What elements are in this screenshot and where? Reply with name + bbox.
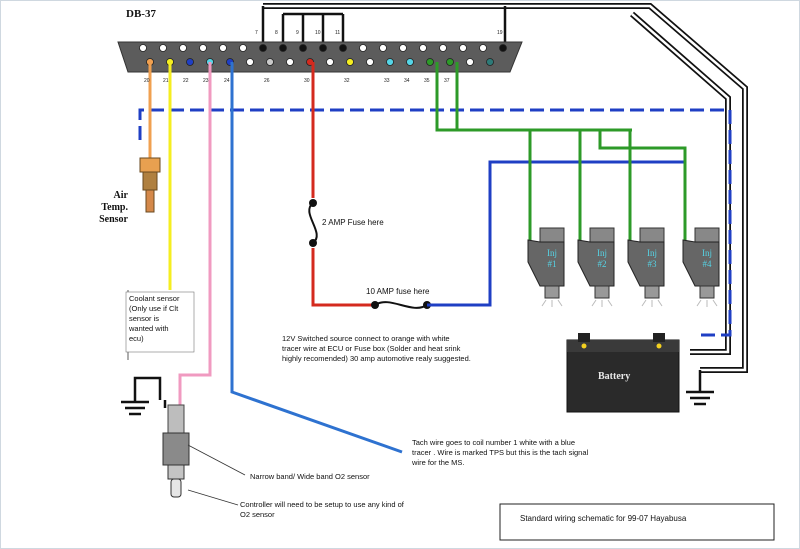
pin-bottom-26 xyxy=(266,58,274,66)
bottom-pin-label: 26 xyxy=(264,78,270,84)
pin-bottom-32 xyxy=(386,58,394,66)
pin-top-8 xyxy=(279,44,287,52)
ground-wire-main xyxy=(263,3,748,373)
caption-box xyxy=(499,503,775,541)
pin-bottom-35 xyxy=(446,58,454,66)
ground-symbol-o2 xyxy=(121,376,167,416)
pin-top-15 xyxy=(419,44,427,52)
pin-bottom-34 xyxy=(426,58,434,66)
dashed-blue-wire xyxy=(138,108,732,337)
pin-top-5 xyxy=(219,44,227,52)
bottom-pin-label: 24 xyxy=(224,78,230,84)
pin-top-7 xyxy=(259,44,267,52)
air-temp-sensor-label: Air Temp. Sensor xyxy=(99,190,128,225)
pin-top-11 xyxy=(339,44,347,52)
o2-wire xyxy=(178,62,212,408)
pin-top-2 xyxy=(159,44,167,52)
air-temp-sensor xyxy=(139,157,161,213)
injectors xyxy=(527,227,720,307)
pin-bottom-31 xyxy=(366,58,374,66)
top-pin-label: 11 xyxy=(335,30,341,36)
pin-top-16 xyxy=(439,44,447,52)
top-pin-label: 10 xyxy=(315,30,321,36)
pin-top-4 xyxy=(199,44,207,52)
tach-wire xyxy=(230,62,403,454)
injector-label-3: Inj #3 xyxy=(647,248,657,269)
ground-symbol-battery xyxy=(686,370,714,406)
tach-wire-label: Tach wire goes to coil number 1 white wi… xyxy=(412,438,589,467)
battery xyxy=(566,333,680,413)
power-wire-red xyxy=(311,62,372,307)
fuse-10amp-label: 10 AMP fuse here xyxy=(366,287,430,296)
pin-top-6 xyxy=(239,44,247,52)
top-pin-label: 7 xyxy=(255,30,258,36)
pin-bottom-27 xyxy=(286,58,294,66)
injector-label-4: Inj #4 xyxy=(702,248,712,269)
pin-top-14 xyxy=(399,44,407,52)
pin-top-17 xyxy=(459,44,467,52)
fuse-2amp xyxy=(308,199,318,247)
battery-label: Battery xyxy=(598,371,631,382)
bottom-pin-label: 37 xyxy=(444,78,450,84)
bottom-pin-label: 32 xyxy=(344,78,350,84)
pin-bottom-22 xyxy=(186,58,194,66)
bottom-pin-label: 20 xyxy=(144,78,150,84)
injector-label-2: Inj #2 xyxy=(597,248,607,269)
bottom-pin-label: 34 xyxy=(404,78,410,84)
injector-1 xyxy=(527,227,565,307)
pin-bottom-37 xyxy=(486,58,494,66)
fuse-10amp xyxy=(371,301,431,309)
connector-title: DB-37 xyxy=(126,8,156,20)
pin-top-3 xyxy=(179,44,187,52)
bottom-pin-label: 21 xyxy=(163,78,169,84)
pin-bottom-29 xyxy=(326,58,334,66)
pin-top-18 xyxy=(479,44,487,52)
pin-top-19 xyxy=(499,44,507,52)
coolant-sensor-label: Coolant sensor (Only use if Clt sensor i… xyxy=(129,294,180,343)
injector-2 xyxy=(577,227,615,307)
top-pin-label: 9 xyxy=(296,30,299,36)
injector-signal-wires xyxy=(435,62,687,240)
pin-top-12 xyxy=(359,44,367,52)
bottom-pin-label: 33 xyxy=(384,78,390,84)
coolant-box xyxy=(125,291,195,353)
controller-note-label: Controller will need to be setup to use … xyxy=(240,500,404,519)
pin-bottom-33 xyxy=(406,58,414,66)
bottom-pin-label: 23 xyxy=(203,78,209,84)
pin-bottom-25 xyxy=(246,58,254,66)
switched-source-label: 12V Switched source connect to orange wi… xyxy=(282,334,471,363)
bottom-pin-label: 35 xyxy=(424,78,430,84)
pin-top-13 xyxy=(379,44,387,52)
pin-bottom-30 xyxy=(346,58,354,66)
pin-top-9 xyxy=(299,44,307,52)
bottom-pin-label: 30 xyxy=(304,78,310,84)
injector-label-1: Inj #1 xyxy=(547,248,557,269)
o2-sensor xyxy=(162,404,190,498)
injector-4 xyxy=(682,227,720,307)
top-pin-label: 19 xyxy=(497,30,503,36)
bottom-pin-label: 22 xyxy=(183,78,189,84)
injector-3 xyxy=(627,227,665,307)
o2-sensor-label: Narrow band/ Wide band O2 sensor xyxy=(250,472,370,481)
connector-pins xyxy=(139,44,507,66)
top-pin-label: 8 xyxy=(275,30,278,36)
fuse-2amp-label: 2 AMP Fuse here xyxy=(322,218,384,227)
pin-bottom-36 xyxy=(466,58,474,66)
pin-top-10 xyxy=(319,44,327,52)
caption-label: Standard wiring schematic for 99-07 Haya… xyxy=(520,514,687,523)
pin-top-1 xyxy=(139,44,147,52)
